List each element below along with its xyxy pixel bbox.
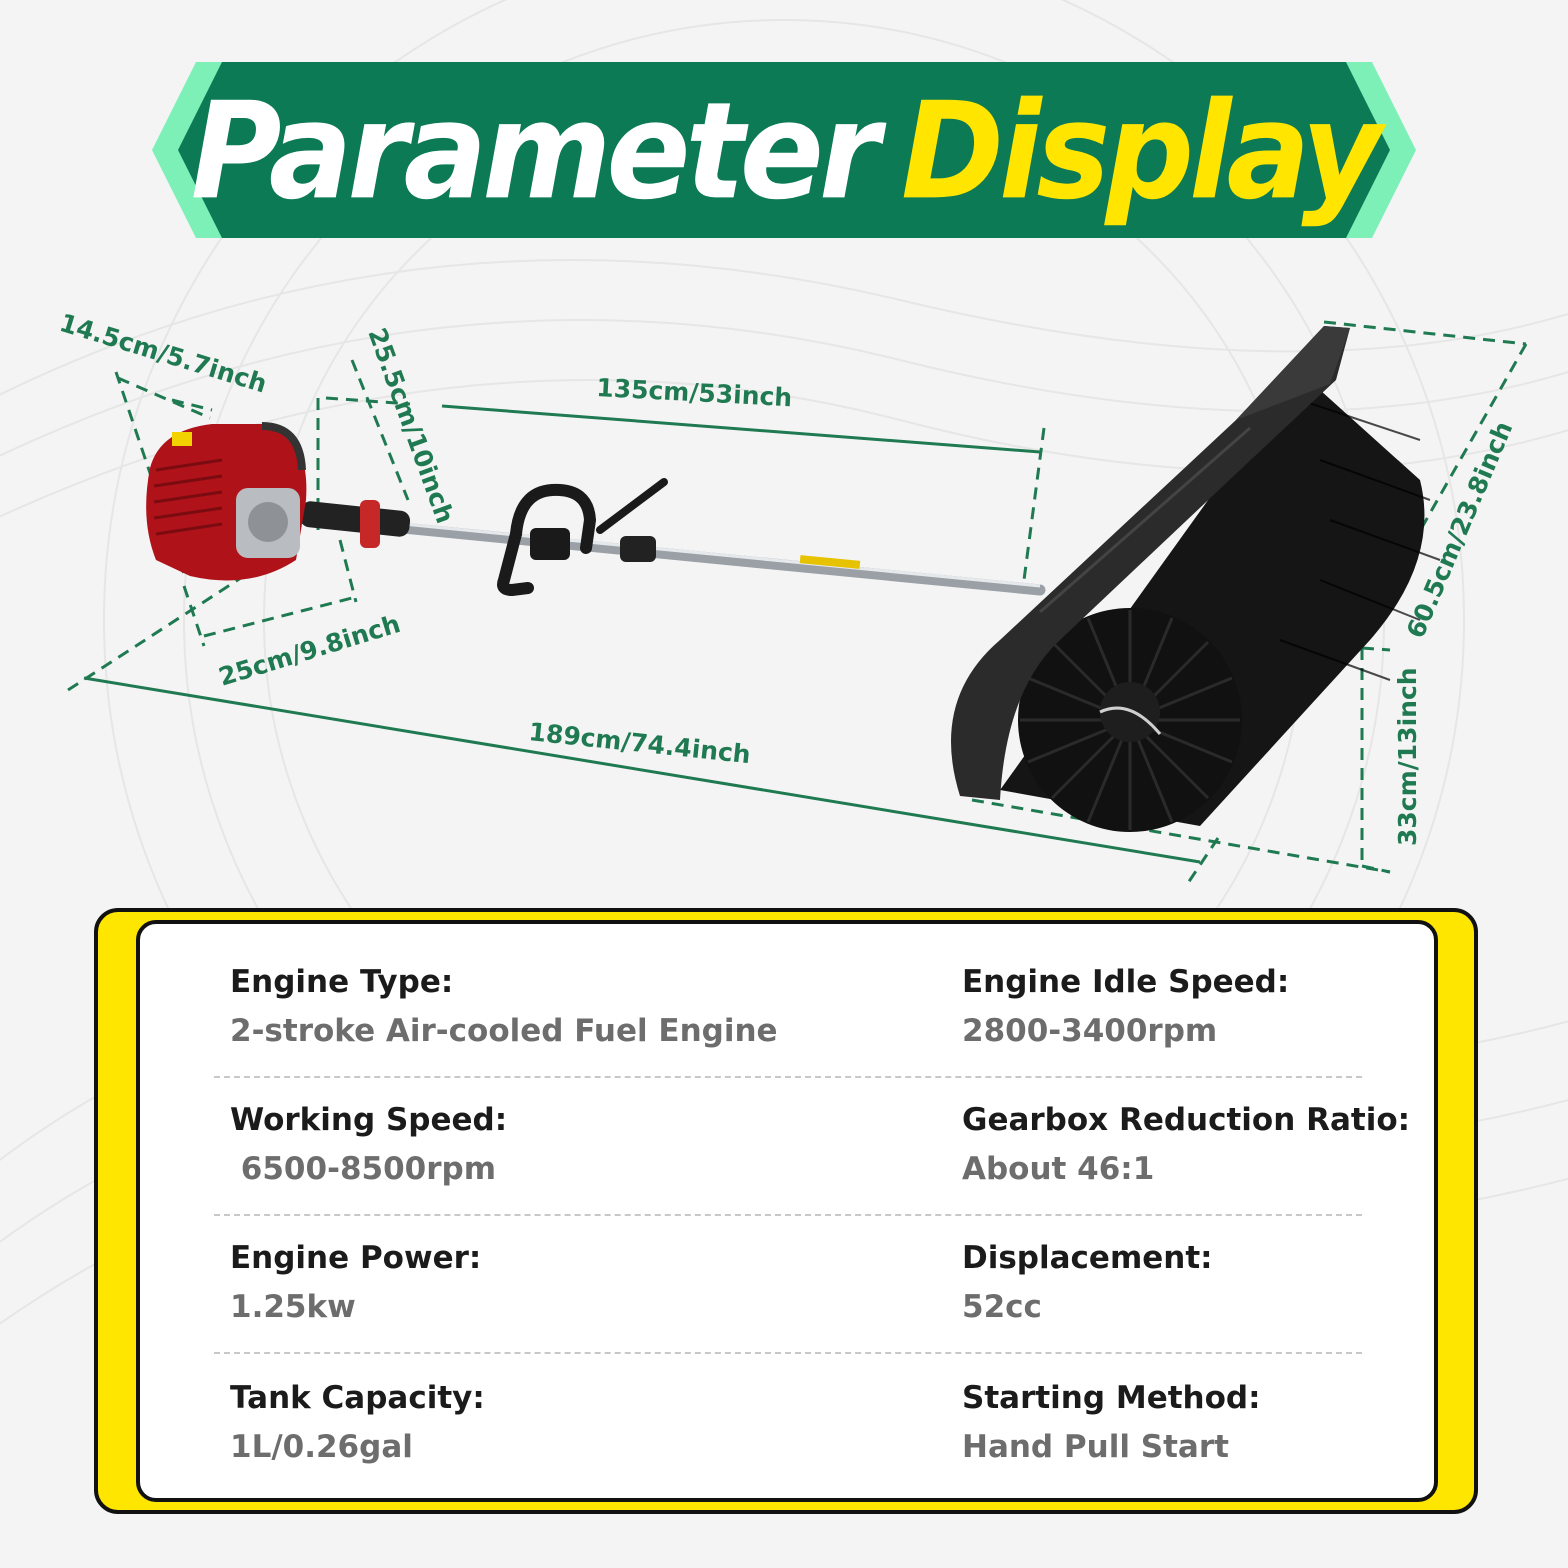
banner-accent-left <box>152 62 228 238</box>
spec-value: 52cc <box>962 1289 1042 1326</box>
spec-tank-capacity: Tank Capacity: 1L/0.26gal <box>230 1380 850 1466</box>
title-word-parameter: Parameter <box>190 74 880 230</box>
title-banner <box>152 62 1416 238</box>
row-divider <box>214 1214 1362 1216</box>
banner-accent-right <box>1340 62 1416 238</box>
sweeper-handle <box>497 478 668 596</box>
spec-row: Engine Power: 1.25kw Displacement: 52cc <box>140 1240 1442 1378</box>
spec-value: 1L/0.26gal <box>230 1429 413 1466</box>
spec-value: About 46:1 <box>962 1151 1155 1188</box>
dimension-lines-solid <box>83 404 1201 864</box>
label-engine-width: 25cm/9.8inch <box>215 609 403 692</box>
spec-panel: Engine Type: 2-stroke Air-cooled Fuel En… <box>136 920 1438 1502</box>
spec-row: Working Speed: 6500-8500rpm Gearbox Redu… <box>140 1102 1442 1240</box>
engine-unit <box>146 422 411 581</box>
product-dimension-diagram: 14.5cm/5.7inch 25.5cm/10inch 25cm/9.8inc… <box>56 308 1528 887</box>
spec-label: Engine Idle Speed: <box>962 964 1290 1000</box>
spec-label: Working Speed: <box>230 1102 508 1138</box>
spec-label: Tank Capacity: <box>230 1380 485 1416</box>
brush-head <box>951 326 1441 832</box>
spec-label: Engine Power: <box>230 1240 482 1276</box>
row-divider <box>214 1076 1362 1078</box>
spec-value: Hand Pull Start <box>962 1429 1229 1466</box>
banner-body <box>178 62 1390 238</box>
spec-displacement: Displacement: 52cc <box>962 1240 1422 1326</box>
spec-label: Displacement: <box>962 1240 1213 1276</box>
spec-label: Engine Type: <box>230 964 454 1000</box>
label-total-length: 189cm/74.4inch <box>527 717 752 769</box>
spec-engine-type: Engine Type: 2-stroke Air-cooled Fuel En… <box>230 964 850 1050</box>
spec-engine-power: Engine Power: 1.25kw <box>230 1240 850 1326</box>
spec-gearbox-reduction-ratio: Gearbox Reduction Ratio: About 46:1 <box>962 1102 1422 1188</box>
spec-value: 2800-3400rpm <box>962 1013 1218 1050</box>
spec-row: Engine Type: 2-stroke Air-cooled Fuel En… <box>140 964 1442 1102</box>
spec-row: Tank Capacity: 1L/0.26gal Starting Metho… <box>140 1380 1442 1518</box>
spec-engine-idle-speed: Engine Idle Speed: 2800-3400rpm <box>962 964 1422 1050</box>
label-brush-height: 33cm/13inch <box>1393 667 1422 846</box>
spec-value: 6500-8500rpm <box>230 1151 496 1188</box>
row-divider <box>214 1352 1362 1354</box>
spec-label: Gearbox Reduction Ratio: <box>962 1102 1411 1138</box>
title-word-display: Display <box>901 74 1382 230</box>
spec-value: 1.25kw <box>230 1289 356 1326</box>
spec-working-speed: Working Speed: 6500-8500rpm <box>230 1102 850 1188</box>
label-shaft-length: 135cm/53inch <box>596 373 793 412</box>
label-engine-depth: 14.5cm/5.7inch <box>56 308 270 399</box>
spec-starting-method: Starting Method: Hand Pull Start <box>962 1380 1422 1466</box>
sweeper-shaft <box>294 512 1046 596</box>
page-title: Parameter Display <box>0 64 1568 240</box>
spec-label: Starting Method: <box>962 1380 1261 1416</box>
spec-value: 2-stroke Air-cooled Fuel Engine <box>230 1013 778 1050</box>
